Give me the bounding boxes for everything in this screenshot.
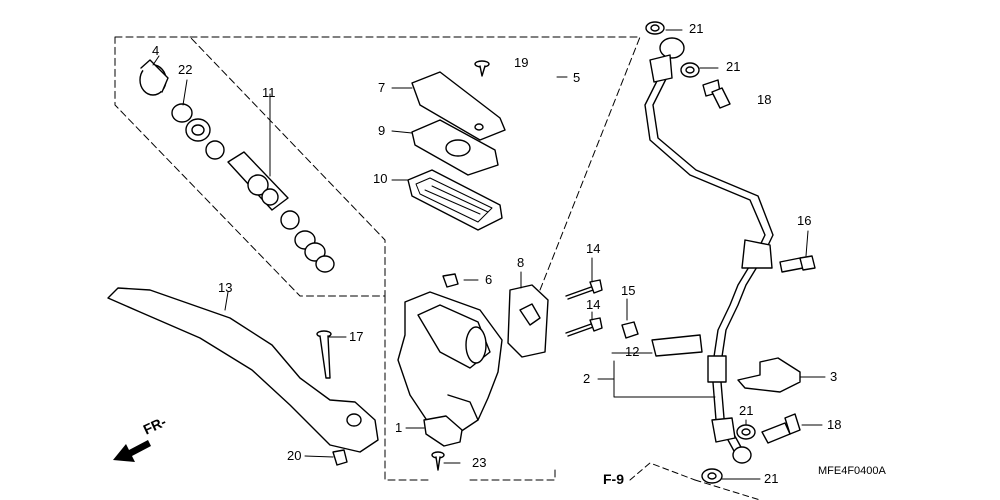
callout-21-upper: 21: [726, 59, 741, 74]
callout-14-lower: 14: [586, 297, 601, 312]
callout-1: 1: [395, 420, 403, 435]
callout-14-upper: 14: [586, 241, 601, 256]
callout-9: 9: [378, 123, 386, 138]
f9-reference-lines: [629, 462, 761, 500]
callout-5: 5: [573, 70, 581, 85]
callout-18-lower: 18: [827, 417, 842, 432]
callout-8: 8: [517, 255, 525, 270]
callout-15: 15: [621, 283, 636, 298]
callout-21-bottom: 21: [764, 471, 779, 486]
callout-18-upper: 18: [757, 92, 772, 107]
callout-2: 2: [583, 371, 591, 386]
brake-hose: [644, 74, 774, 463]
reference-label: F-9: [603, 471, 624, 487]
callout-11: 11: [262, 85, 276, 100]
bleed-bolt-16: [779, 255, 816, 273]
front-direction-arrow: [113, 440, 151, 462]
screw-6: [442, 273, 459, 288]
callout-12: 12: [625, 344, 640, 359]
callout-7: 7: [378, 80, 386, 95]
callout-17: 17: [349, 329, 364, 344]
leader-lines: [152, 29, 826, 480]
callout-22: 22: [178, 62, 193, 77]
clamp-bolts: [565, 279, 603, 337]
callout-23: 23: [472, 455, 487, 470]
callout-21-lower: 21: [739, 403, 754, 418]
callout-13: 13: [218, 280, 233, 295]
pivot-bolt-17: [316, 330, 332, 379]
screw-19: [474, 60, 490, 77]
reservoir-cap-parts: [407, 71, 506, 231]
screw-23: [431, 451, 445, 471]
callout-19: 19: [514, 55, 529, 70]
callout-4: 4: [152, 43, 160, 58]
hose-fittings: [649, 37, 773, 464]
callout-3: 3: [830, 369, 838, 384]
piston-kit-group-box: [114, 36, 386, 297]
callout-10: 10: [373, 171, 388, 186]
oil-bolts: [702, 79, 801, 444]
hose-bracket-3: [737, 357, 801, 393]
stop-switch: [423, 415, 463, 447]
piston-kit-parts: [139, 59, 335, 273]
diagram-code: MFE4F0400A: [818, 465, 886, 477]
bolt-15: [621, 321, 639, 339]
hose-clamp-12: [651, 334, 703, 357]
callout-16: 16: [797, 213, 812, 228]
callout-20: 20: [287, 448, 302, 463]
master-cylinder-holder: [507, 284, 549, 358]
callout-6: 6: [485, 272, 493, 287]
master-cylinder-body: [397, 291, 503, 433]
brake-lever: [107, 287, 379, 453]
sealing-washers: [645, 21, 756, 484]
pivot-nut-20: [332, 449, 348, 466]
callout-21-top: 21: [689, 21, 704, 36]
reservoir-group-box: [189, 36, 641, 481]
